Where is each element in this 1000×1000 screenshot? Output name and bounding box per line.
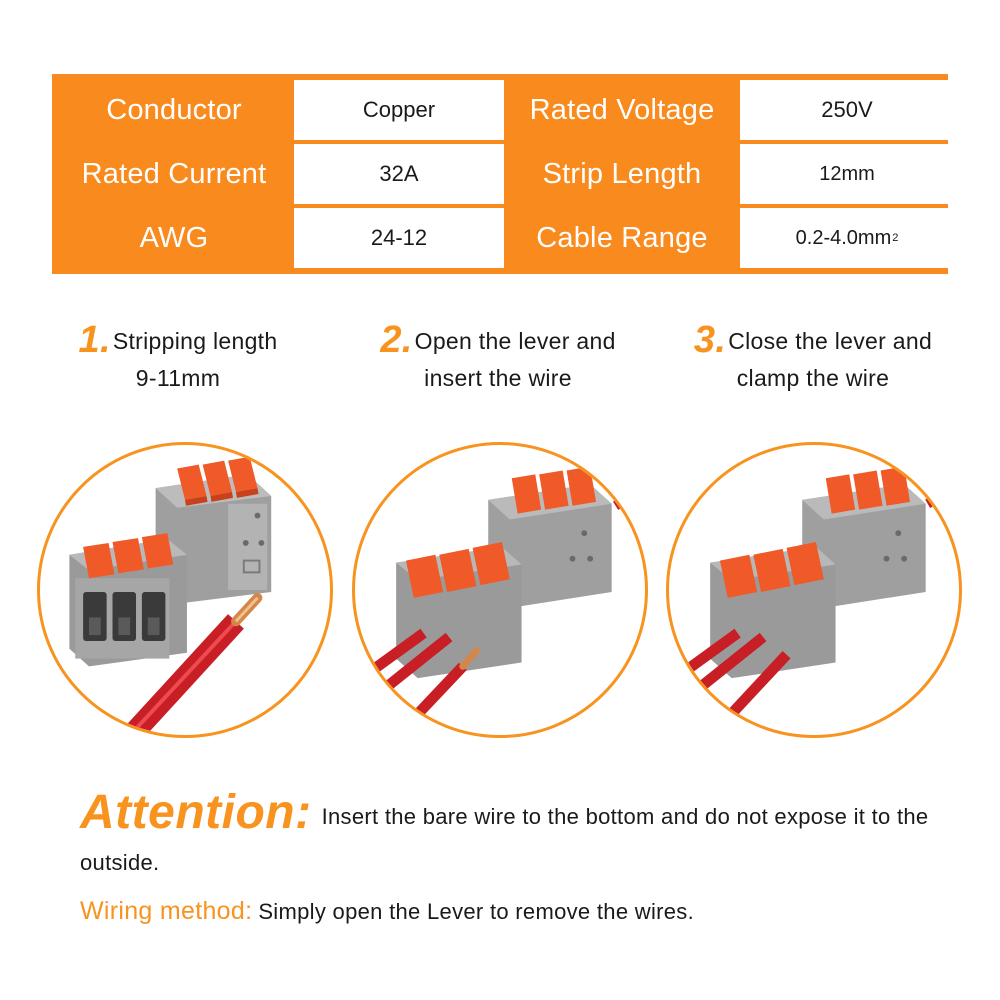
spec-label-awg: AWG [139,221,209,254]
connector-illustration-3 [669,445,959,735]
connector-stripped-wire-photo [37,442,333,738]
step-1: 1.Stripping length 9-11mm [62,319,294,397]
step-3-line1: Close the lever and [728,328,933,354]
wiring-method-note: Wiring method:Simply open the Lever to r… [80,897,694,926]
spec-value-awg: 24-12 [294,208,504,268]
connector-open-lever-photo [352,442,648,738]
step-2-number: 2. [380,319,413,361]
attention-heading: Attention: [80,786,312,839]
connector-clamped-wire-photo [666,442,962,738]
step-1-line2: 9-11mm [135,365,221,391]
spec-value-rated-voltage: 250V [740,80,954,140]
spec-value-strip-length: 12mm [740,144,954,204]
spec-label-rated-voltage: Rated Voltage [529,93,715,126]
step-1-number: 1. [78,319,111,361]
spec-value-rated-current: 32A [294,144,504,204]
spec-label-conductor: Conductor [106,93,242,126]
step-2: 2.Open the lever and insert the wire [362,319,634,397]
wiring-method-heading: Wiring method: [80,897,253,925]
attention-note: Attention:Insert the bare wire to the bo… [80,789,960,886]
spec-label-cable-range: Cable Range [536,221,708,254]
cable-range-superscript: 2 [892,232,899,244]
connector-illustration-1 [69,456,272,735]
connector-illustration-2 [355,445,645,735]
spec-label-strip-length: Strip Length [542,157,702,190]
wiring-method-text: Simply open the Lever to remove the wire… [258,899,695,924]
step-3-line2: clamp the wire [736,365,890,391]
spec-label-rated-current: Rated Current [81,157,267,190]
step-1-line1: Stripping length [112,328,278,354]
step-2-line2: insert the wire [424,365,572,391]
step-3-number: 3. [693,319,727,361]
spec-table: Conductor Copper Rated Voltage 250V Rate… [52,74,954,274]
attention-text: Insert the bare wire to the bottom and d… [80,804,929,875]
step-3: 3.Close the lever and clamp the wire [674,319,952,397]
cable-range-text: 0.2-4.0mm [795,226,892,249]
step-2-line1: Open the lever and [414,328,616,354]
spec-value-conductor: Copper [294,80,504,140]
